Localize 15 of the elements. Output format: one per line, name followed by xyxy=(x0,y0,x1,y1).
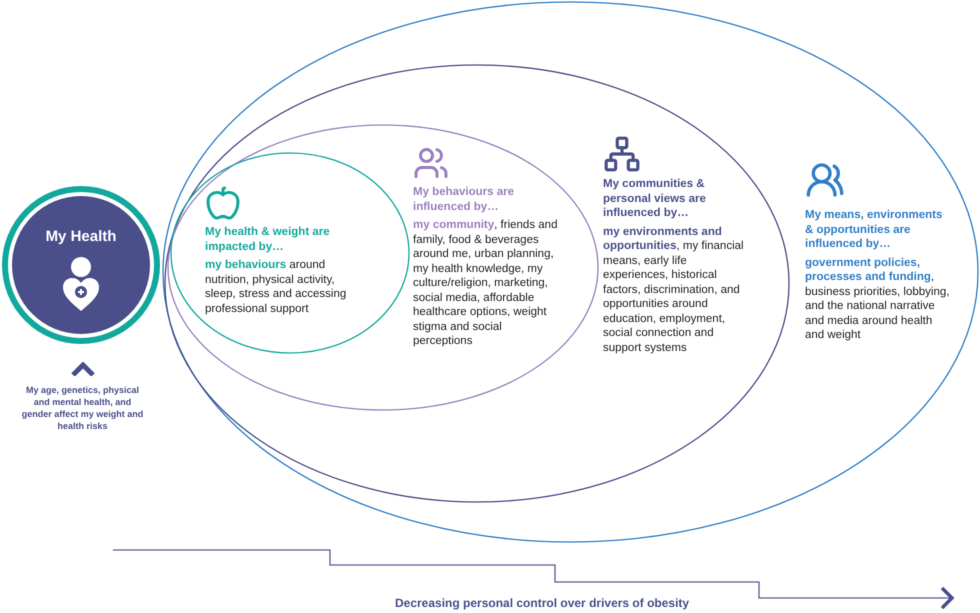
description: government policies, processes and funding, business priorities, lobbying, and the national narrative and media around health and weight xyxy=(805,256,950,342)
heading: My behaviours are influenced by… xyxy=(413,185,515,214)
heading: My health & weight are impacted by… xyxy=(205,225,331,254)
ellipse-region xyxy=(165,65,789,502)
heading: My means, environments & opportunities are influenced by… xyxy=(805,208,944,252)
ellipse-region xyxy=(171,153,409,353)
description: my community, friends and family, food & beverages around me, urban planning, my health knowledge, my culture/religion, marketing, social media, affordable healthcare options, weight stigma and social perceptions xyxy=(413,218,558,348)
circle-title: My Health xyxy=(46,227,116,247)
note: My age, genetics, physical and mental health, and gender affect my weight and health risks xyxy=(20,384,144,432)
ellipse-region xyxy=(163,2,978,542)
heading: My communities & personal views are influenced by… xyxy=(603,177,707,220)
axis-label: Decreasing personal control over drivers of obesity xyxy=(395,595,690,612)
description: my environments and opportunities, my financial means, early life experiences, historical factors, discrimination, and opportunities around education, employment, social connection and support systems xyxy=(603,224,745,355)
description: my behaviours around nutrition, physical activity, sleep, stress and accessing professional support xyxy=(205,258,348,316)
ellipse-region xyxy=(168,125,598,410)
